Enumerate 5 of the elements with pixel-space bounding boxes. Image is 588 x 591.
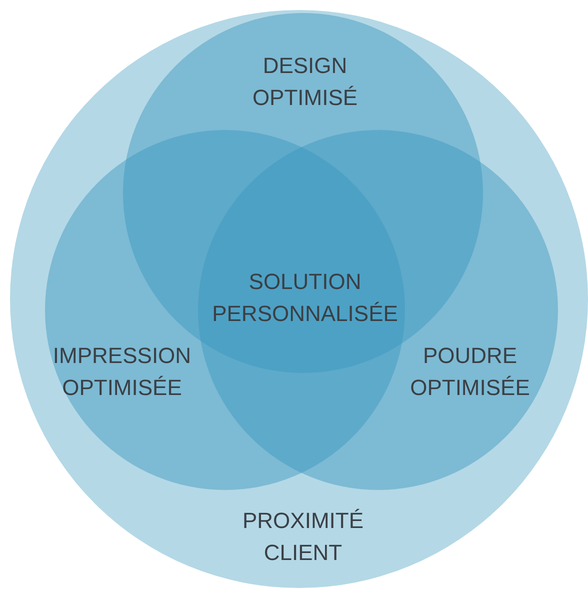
center-label: SOLUTION PERSONNALISÉE xyxy=(211,268,399,328)
circle-label: DESIGN OPTIMISÉ xyxy=(251,52,359,112)
circle-label: POUDRE OPTIMISÉE xyxy=(409,342,531,402)
circle-label: IMPRESSION OPTIMISÉE xyxy=(52,342,192,402)
circle-label: PROXIMITÉ CLIENT xyxy=(241,507,364,567)
